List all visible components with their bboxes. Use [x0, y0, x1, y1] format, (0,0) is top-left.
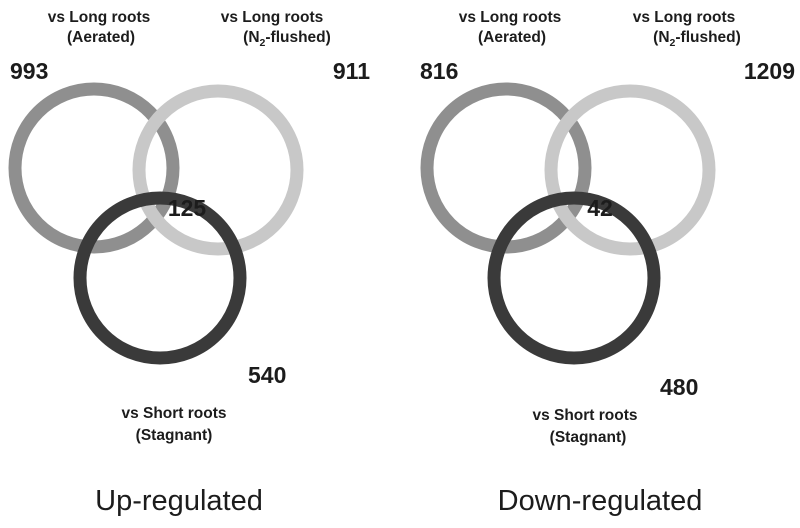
ring-aerated — [8, 82, 180, 254]
venn-panel-up-regulated: vs Long roots (Aerated) vs Long roots (N… — [8, 9, 370, 517]
count-only-aerated: 816 — [420, 58, 458, 84]
ring-aerated — [420, 82, 592, 254]
count-all-three: 42 — [587, 195, 613, 221]
panel-caption-up-regulated: Up-regulated — [95, 485, 263, 517]
ring-stagnant — [73, 191, 247, 365]
set-a-label-line1: vs Long roots — [459, 9, 561, 26]
set-c-label-line1: vs Short roots — [532, 407, 637, 424]
set-a-label-line2: (Aerated) — [478, 29, 546, 46]
count-all-three: 125 — [168, 195, 207, 221]
count-only-n2-flushed: 1209 — [744, 58, 795, 84]
count-only-stagnant: 540 — [248, 362, 286, 388]
count-only-n2-flushed: 911 — [333, 58, 370, 84]
set-b-label-line2: (N2-flushed) — [653, 29, 741, 49]
set-c-label-line2: (Stagnant) — [550, 429, 627, 446]
set-a-label-line1: vs Long roots — [48, 9, 150, 26]
set-b-label-line2: (N2-flushed) — [243, 29, 331, 49]
set-c-label-line1: vs Short roots — [121, 405, 226, 422]
venn-panel-down-regulated: vs Long roots (Aerated) vs Long roots (N… — [420, 9, 795, 517]
ring-n2-flushed — [132, 84, 304, 256]
ring-stagnant — [487, 191, 661, 365]
panel-caption-down-regulated: Down-regulated — [498, 485, 703, 517]
ring-n2-flushed — [544, 84, 716, 256]
set-a-label-line2: (Aerated) — [67, 29, 135, 46]
set-c-label-line2: (Stagnant) — [136, 427, 213, 444]
set-b-label-line1: vs Long roots — [633, 9, 735, 26]
count-only-aerated: 993 — [10, 58, 48, 84]
count-only-stagnant: 480 — [660, 374, 698, 400]
set-b-label-line1: vs Long roots — [221, 9, 323, 26]
